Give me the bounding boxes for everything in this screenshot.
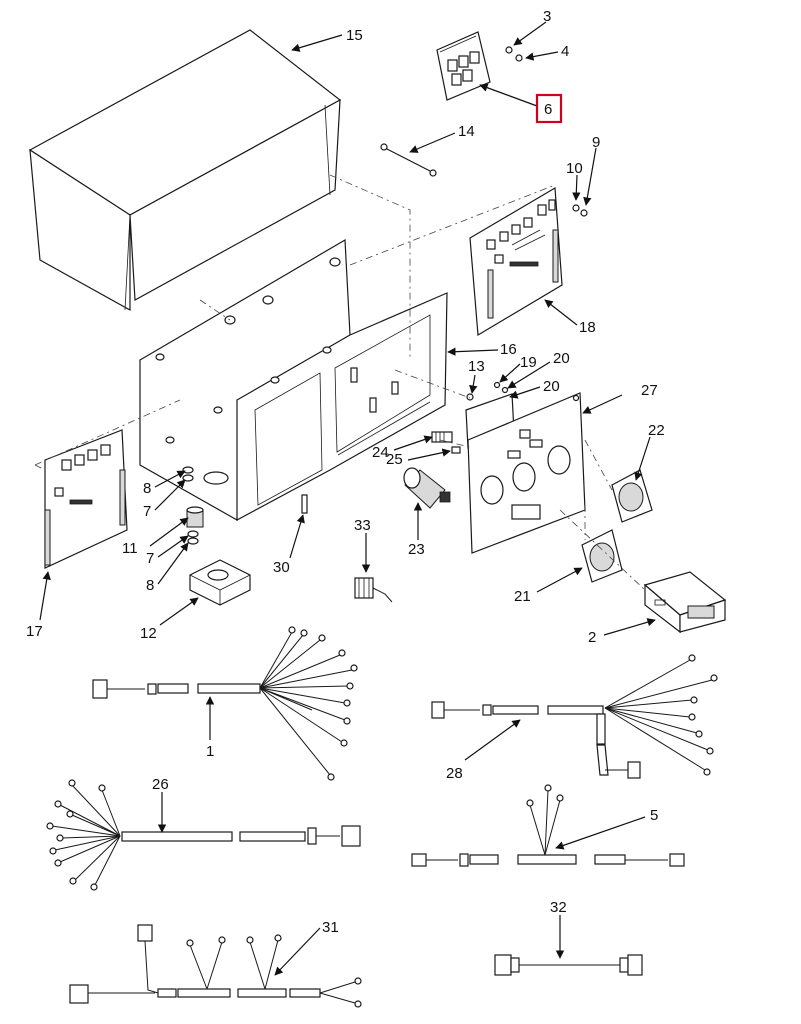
washer-8-lower [187, 537, 199, 545]
part-20-upper [501, 386, 509, 394]
meter-21 [581, 529, 623, 583]
callout-30: 30 [273, 559, 290, 576]
callout-25: 25 [386, 451, 403, 468]
callout-17: 17 [26, 623, 43, 640]
selector-switch-23 [403, 467, 451, 509]
callout-20-upper: 20 [553, 350, 570, 367]
callout-11: 11 [122, 540, 138, 557]
cover-15 [28, 29, 342, 312]
stud-30 [301, 494, 308, 514]
callout-7-upper: 7 [143, 503, 151, 520]
callout-15: 15 [346, 27, 363, 44]
callout-14: 14 [458, 123, 475, 140]
callout-16: 16 [500, 341, 517, 358]
mount-block-12 [189, 559, 251, 606]
chassis-16 [139, 238, 448, 522]
part-25 [451, 446, 461, 454]
leader-lines [39, 21, 656, 976]
callout-6-highlight-box [535, 93, 563, 124]
screw-4 [515, 54, 523, 62]
control-board-18 [469, 186, 563, 337]
standoff-11 [186, 506, 204, 528]
phantom-lines [34, 174, 646, 591]
callout-32: 32 [550, 899, 567, 916]
callout-27: 27 [641, 382, 658, 399]
callout-4: 4 [561, 43, 569, 60]
washer-8-upper [182, 466, 194, 474]
callout-20-lower: 20 [543, 378, 560, 395]
callout-23: 23 [408, 541, 425, 558]
callout-31: 31 [322, 919, 339, 936]
callout-8-upper: 8 [143, 480, 151, 497]
callout-5: 5 [650, 807, 658, 824]
callout-18: 18 [579, 319, 596, 336]
washer-9 [580, 209, 588, 217]
callout-6: 6 [544, 101, 552, 118]
screw-3 [505, 46, 513, 54]
part-19 [493, 381, 501, 389]
callout-labels: 15 3 4 6 14 10 9 18 16 13 19 20 20 27 22… [26, 8, 665, 936]
callout-13: 13 [468, 358, 485, 375]
callout-12: 12 [140, 625, 157, 642]
rod-14 [380, 143, 437, 177]
side-board-17 [44, 429, 128, 569]
callout-26: 26 [152, 776, 169, 793]
callout-21: 21 [514, 588, 531, 605]
callout-9: 9 [592, 134, 600, 151]
relay-board-6 [436, 31, 491, 101]
callout-1: 1 [206, 743, 214, 760]
callout-2: 2 [588, 629, 596, 646]
harness-5 [411, 784, 685, 867]
harness-28 [431, 654, 718, 779]
screw-13 [466, 393, 474, 401]
callout-24: 24 [372, 444, 389, 461]
callout-33: 33 [354, 517, 371, 534]
callout-28: 28 [446, 765, 463, 782]
callout-19: 19 [520, 354, 537, 371]
callout-8-lower: 8 [146, 577, 154, 594]
washer-7-lower [187, 530, 199, 538]
nut-10 [572, 204, 580, 212]
callout-10: 10 [566, 160, 583, 177]
callout-7-lower: 7 [146, 550, 154, 567]
display-module-2 [643, 571, 727, 634]
harness-31 [69, 924, 362, 1008]
harness-26 [46, 779, 361, 891]
callout-22: 22 [648, 422, 665, 439]
cable-32 [494, 954, 643, 976]
front-panel-27 [467, 392, 586, 554]
connector-33 [354, 577, 393, 603]
harness-1 [92, 626, 358, 781]
callout-3: 3 [543, 8, 551, 25]
meter-22 [611, 469, 653, 523]
